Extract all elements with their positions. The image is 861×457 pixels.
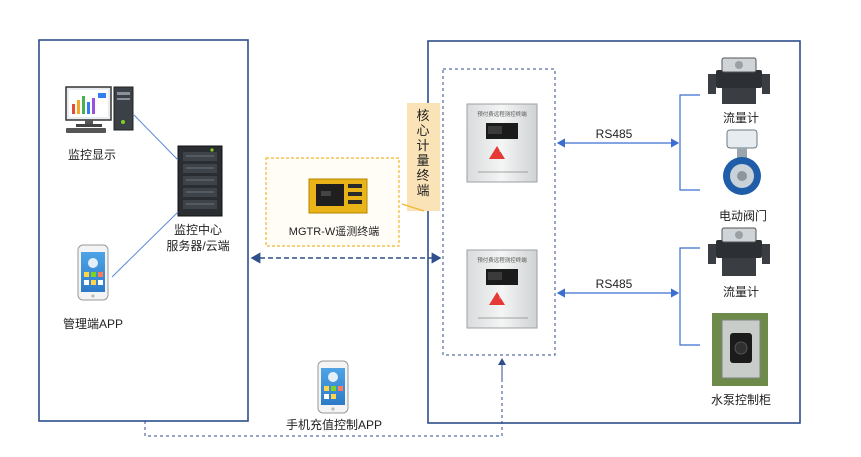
phone-app-label: 手机充值控制APP	[285, 418, 383, 432]
flowmeter-bottom-label: 流量计	[722, 285, 760, 299]
pump-cabinet-icon	[712, 313, 768, 386]
cabinet-bottom: !	[466, 249, 538, 329]
core-to-telemetry-arrow	[401, 203, 425, 212]
core-terminal-char: 心	[416, 123, 430, 138]
core-terminal-char: 终	[416, 168, 430, 183]
server-label-line2: 服务器/云端	[166, 239, 230, 253]
flowmeter-top-label: 流量计	[722, 111, 760, 125]
recharge-phone-icon	[317, 360, 349, 414]
rs485-bottom-label: RS485	[595, 277, 633, 291]
right-panel	[427, 40, 801, 424]
cabinet-top-title: 预付费远程测控终端	[477, 110, 527, 118]
telemetry-label: MGTR-W遥测终端	[288, 226, 380, 238]
monitor-icon	[65, 86, 134, 133]
flowmeter-bottom-icon	[708, 227, 770, 276]
cabinet-group-frame	[442, 68, 556, 356]
core-terminal-char: 核	[416, 108, 430, 123]
server-icon	[177, 145, 223, 217]
manager-app-label: 管理端APP	[62, 317, 124, 331]
manager-phone-icon	[77, 244, 109, 301]
app-server-line	[111, 211, 179, 278]
server-label-line1: 监控中心	[173, 223, 223, 237]
valve-label: 电动阀门	[718, 209, 768, 223]
core-terminal-label: 核 心 计 量 终 端	[415, 108, 431, 198]
monitor-server-line	[133, 114, 179, 161]
core-terminal-char: 量	[416, 153, 430, 168]
telemetry-device-icon	[308, 178, 368, 214]
svg-text:!: !	[499, 148, 501, 154]
monitor-label: 监控显示	[67, 148, 117, 162]
core-terminal-char: 计	[416, 138, 430, 153]
cabinet-bottom-title: 预付费远程测控终端	[477, 256, 527, 264]
pump-cabinet-label: 水泵控制柜	[710, 393, 772, 407]
top-device-bracket	[679, 94, 700, 191]
core-terminal-tag	[407, 103, 440, 211]
flowmeter-top-icon	[708, 57, 770, 104]
rs485-top-label: RS485	[595, 127, 633, 141]
cabinet-top: !	[466, 103, 538, 183]
bottom-device-bracket	[679, 247, 700, 346]
electric-valve-icon	[723, 129, 761, 195]
recharge-path	[144, 362, 503, 437]
left-panel	[38, 39, 249, 422]
core-terminal-char: 端	[416, 183, 430, 198]
svg-text:!: !	[499, 295, 501, 301]
